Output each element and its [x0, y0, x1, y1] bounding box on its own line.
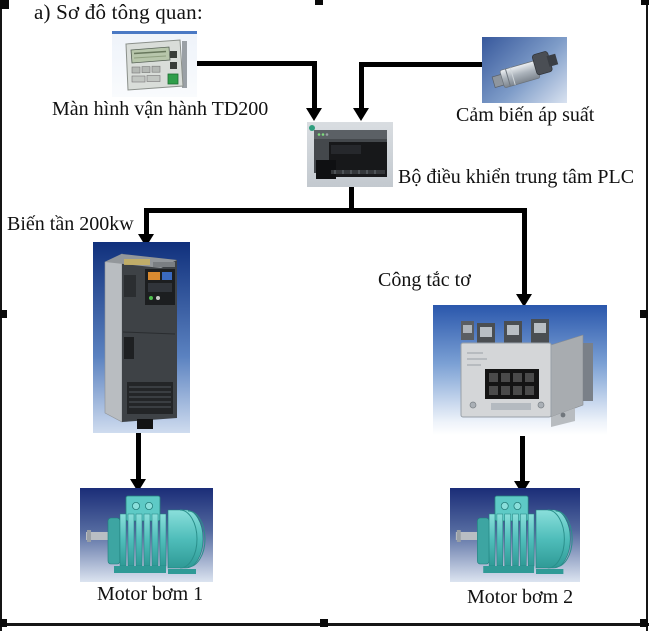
connector-branch-horizontal [144, 208, 527, 213]
arrowhead-sensor-to-plc [353, 108, 369, 121]
selection-handle-bottom-left[interactable] [0, 619, 7, 627]
pressure-sensor-icon [491, 51, 559, 88]
label-inverter: Biến tần 200kw [7, 213, 134, 235]
selection-handle-middle-left[interactable] [0, 310, 7, 318]
connector-sensor-to-plc-horizontal [359, 62, 483, 67]
connector-td200-to-plc-vertical [312, 61, 317, 110]
td200-operator-panel-image [112, 31, 197, 97]
connector-inverter-to-motor1 [136, 432, 141, 481]
motor-pump-1-image [80, 488, 213, 582]
connector-plc-output-stub [349, 186, 354, 212]
selection-handle-top-left[interactable] [0, 0, 9, 9]
selection-handle-top-center[interactable] [315, 0, 323, 5]
motor-icon [86, 495, 206, 574]
connector-td200-to-plc-horizontal [197, 61, 317, 66]
contactor-icon [460, 319, 593, 427]
inverter-icon [104, 253, 177, 429]
arrowhead-td200-to-plc [306, 108, 322, 121]
motor-icon [455, 495, 573, 574]
arrowhead-plc-to-contactor [516, 294, 532, 307]
contactor-image [433, 305, 607, 435]
connector-sensor-to-plc-vertical [359, 62, 364, 110]
selection-handle-bottom-right[interactable] [640, 619, 648, 627]
selection-handle-middle-right[interactable] [640, 310, 648, 318]
selection-handle-top-right[interactable] [641, 0, 649, 5]
label-contactor: Công tắc tơ [378, 269, 471, 291]
connector-branch-to-contactor [522, 208, 527, 296]
label-plc: Bộ điều khiển trung tâm PLC [398, 166, 635, 188]
label-motor2: Motor bơm 2 [467, 586, 574, 608]
plc-icon [309, 125, 387, 179]
diagram-title: a) Sơ đô tông quan: [34, 0, 203, 24]
selection-handle-bottom-center[interactable] [320, 619, 328, 627]
label-motor1: Motor bơm 1 [97, 583, 204, 605]
connector-branch-to-inverter [144, 208, 149, 236]
connector-contactor-to-motor2 [520, 436, 525, 483]
label-td200: Màn hình vận hành TD200 [52, 98, 269, 120]
label-sensor: Cảm biến áp suất [456, 104, 595, 126]
plc-controller-image [307, 122, 393, 187]
motor-pump-2-image [450, 488, 580, 582]
pressure-sensor-image [482, 37, 567, 103]
inverter-cabinet-image [93, 242, 190, 433]
td200-panel-icon [112, 31, 197, 91]
